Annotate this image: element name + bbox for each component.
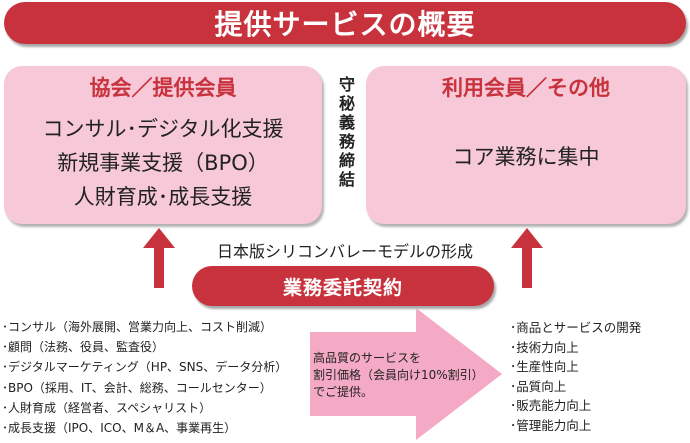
offer-line: 割引価格（会員向け10%割引） xyxy=(313,368,484,382)
provider-service-line: コンサル･デジタル化支援 xyxy=(42,117,284,141)
offer-line: 高品質のサービスを xyxy=(313,351,422,365)
outcome-item: ･品質向上 xyxy=(510,378,567,394)
right-arrow-icon xyxy=(310,308,502,440)
nda-label: 守秘義務締結 xyxy=(336,76,355,190)
outcome-item: ･商品とサービスの開発 xyxy=(510,320,642,335)
service-detail-item: ･人財育成（経営者、スペシャリスト） xyxy=(2,400,212,415)
offer-line: でご提供。 xyxy=(313,385,374,399)
service-detail-item: ･BPO（採用、IT、会計、総務、コールセンター） xyxy=(2,380,272,395)
service-detail-item: ･成長支援（IPO、ICO、M＆A、事業再生） xyxy=(2,421,237,436)
user-benefit-line: コア業務に集中 xyxy=(452,145,600,169)
page-title: 提供サービスの概要 xyxy=(214,8,476,41)
provider-services-list: コンサル･デジタル化支援 新規事業支援（BPO） 人財育成･成長支援 xyxy=(4,112,322,214)
service-detail-item: ･コンサル（海外展開、営業力向上、コスト削減） xyxy=(2,320,273,334)
user-members-box: 利用会員／その他 コア業務に集中 xyxy=(366,66,686,224)
provider-service-line: 新規事業支援（BPO） xyxy=(57,151,269,175)
outcomes-list: ･商品とサービスの開発 ･技術力向上 ･生産性向上 ･品質向上 ･販売能力向上 … xyxy=(510,318,641,436)
outcome-item: ･販売能力向上 xyxy=(510,398,592,414)
contract-label: 業務委託契約 xyxy=(282,276,403,299)
service-detail-item: ･顧問（法務、役員、監査役） xyxy=(2,340,165,355)
outcome-item: ･管理能力向上 xyxy=(510,417,592,433)
provider-members-box: 協会／提供会員 コンサル･デジタル化支援 新規事業支援（BPO） 人財育成･成長… xyxy=(4,66,322,224)
user-members-heading: 利用会員／その他 xyxy=(442,76,610,100)
model-caption: 日本版シリコンバレーモデルの形成 xyxy=(216,242,473,261)
outcome-item: ･生産性向上 xyxy=(510,359,579,375)
offer-text: 高品質のサービスを 割引価格（会員向け10%割引） でご提供。 xyxy=(313,350,498,401)
left-up-arrow xyxy=(143,228,175,288)
service-details-list: ･コンサル（海外展開、営業力向上、コスト削減） ･顧問（法務、役員、監査役） ･… xyxy=(2,317,287,438)
provider-members-heading: 協会／提供会員 xyxy=(89,76,237,100)
right-up-arrow xyxy=(511,228,543,288)
provider-service-line: 人財育成･成長支援 xyxy=(73,185,253,209)
outcome-item: ･技術力向上 xyxy=(510,339,579,355)
user-benefit-list: コア業務に集中 xyxy=(366,140,686,174)
service-detail-item: ･デジタルマーケティング（HP、SNS、データ分析） xyxy=(2,360,288,375)
title-banner: 提供サービスの概要 xyxy=(4,2,686,44)
contract-banner: 業務委託契約 xyxy=(192,266,494,306)
